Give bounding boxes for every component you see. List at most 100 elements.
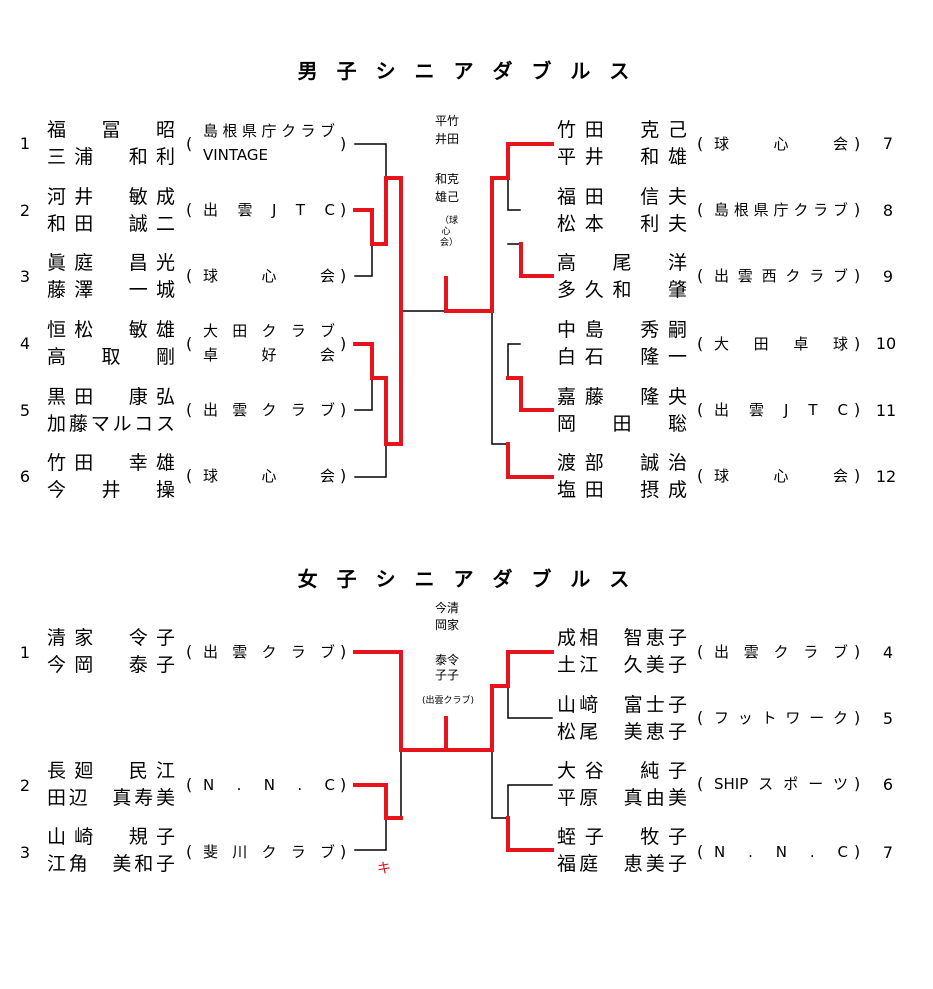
player-name: 中島 秀嗣 [557, 319, 687, 341]
player-name: 嘉藤 隆央 [557, 386, 687, 408]
player-name: 山﨑 富士子 [557, 694, 687, 716]
bracket-line [353, 650, 448, 752]
player-name: 田辺 真寿美 [47, 787, 175, 809]
player-name: 岡 田 聡 [557, 413, 687, 435]
player-name: 福 冨 昭 [47, 119, 175, 141]
club-name: 出雲クラブ [203, 643, 335, 661]
player-name: 竹田 克己 [557, 119, 687, 141]
champion-club: (出雲クラブ) [421, 696, 475, 706]
bracket-line [507, 343, 521, 379]
player-name: 今 井 操 [47, 479, 175, 501]
bracket-line [444, 142, 554, 313]
club-name: 大 田 卓 球 [714, 335, 848, 353]
club-name: フットワーク [714, 709, 848, 727]
player-name: 平井 和雄 [557, 146, 687, 168]
seed-number: 8 [882, 201, 894, 220]
club-name: 出雲西クラブ [714, 267, 848, 285]
player-name: 竹田 幸雄 [47, 452, 175, 474]
champion-club: （球心会） [440, 216, 459, 248]
club-name: 球 心 会 [714, 467, 848, 485]
player-name: 蛭子 牧子 [557, 826, 687, 848]
player-name: 高 尾 洋 [557, 252, 687, 274]
bracket-line [353, 208, 388, 246]
club-name: N . N . C [714, 843, 848, 861]
club-name: 島根県庁クラブ [714, 201, 848, 219]
men-title: 男 子 シ ニ ア ダ ブ ル ス [297, 59, 636, 83]
player-name: 福庭 恵美子 [557, 853, 687, 875]
bracket-line [506, 442, 554, 479]
seed-number: 4 [19, 334, 31, 353]
bracket-line [384, 176, 403, 313]
bracket-line [354, 243, 373, 277]
player-name: 江角 美和子 [47, 853, 175, 875]
seed-number: 1 [19, 134, 31, 153]
player-name: 白石 隆一 [557, 346, 687, 368]
handwritten-note: キ [377, 861, 391, 877]
club-name: VINTAGE [203, 146, 269, 164]
bracket-line [444, 650, 554, 752]
bracket-line [507, 177, 521, 211]
player-name: 黒田 康弘 [47, 386, 175, 408]
bracket-line [384, 309, 403, 446]
player-name: 松本 利夫 [557, 213, 687, 235]
club-name: N . N . C [203, 776, 335, 794]
bracket-line [507, 784, 553, 819]
club-name: 球 心 会 [203, 267, 335, 285]
seed-number: 2 [19, 776, 31, 795]
bracket-line [354, 443, 387, 478]
player-name: 成相 智恵子 [557, 627, 687, 649]
club-name: 出雲クラブ [714, 643, 848, 661]
player-name: 平原 真由美 [557, 787, 687, 809]
bracket-line [519, 242, 554, 278]
club-name: 出 雲 J T C [714, 401, 848, 419]
club-name: 斐川クラブ [203, 843, 335, 861]
seed-number: 3 [19, 267, 31, 286]
player-name: 今岡 泰子 [47, 654, 175, 676]
player-name: 加藤マルコス [47, 413, 175, 435]
club-name: 球 心 会 [714, 135, 848, 153]
bracket-line [354, 817, 387, 851]
club-name: 球 心 会 [203, 467, 335, 485]
seed-number: 11 [875, 401, 897, 420]
player-name: 河井 敏成 [47, 186, 175, 208]
player-name: 高 取 剛 [47, 346, 175, 368]
seed-number: 6 [882, 775, 894, 794]
bracket-line [491, 310, 509, 445]
bracket-line [354, 143, 387, 179]
seed-number: 2 [19, 201, 31, 220]
seed-number: 4 [882, 643, 894, 662]
player-name: 大谷 純子 [557, 760, 687, 782]
player-name: 松尾 美恵子 [557, 721, 687, 743]
player-name: 清家 令子 [47, 627, 175, 649]
player-name: 三浦 和利 [47, 146, 175, 168]
seed-number: 6 [19, 467, 31, 486]
seed-number: 5 [19, 401, 31, 420]
seed-number: 3 [19, 843, 31, 862]
bracket-line [353, 783, 403, 820]
bracket-line [506, 816, 554, 852]
player-name: 眞庭 昌光 [47, 252, 175, 274]
player-name: 福田 信夫 [557, 186, 687, 208]
club-name: 大田クラブ [203, 322, 335, 340]
seed-number: 10 [875, 334, 897, 353]
player-name: 和田 誠二 [47, 213, 175, 235]
player-name: 長廻 民江 [47, 760, 175, 782]
club-name: 出雲クラブ [203, 401, 335, 419]
seed-number: 9 [882, 267, 894, 286]
player-name: 藤澤 一城 [47, 279, 175, 301]
seed-number: 1 [19, 643, 31, 662]
player-name: 土江 久美子 [557, 654, 687, 676]
player-name: 渡部 誠治 [557, 452, 687, 474]
seed-number: 7 [882, 134, 894, 153]
player-name: 塩田 摂成 [557, 479, 687, 501]
player-name: 恒松 敏雄 [47, 319, 175, 341]
bracket-line [354, 377, 373, 411]
seed-number: 12 [875, 467, 897, 486]
club-name: 出 雲 J T C [203, 201, 335, 219]
bracket-line [506, 376, 554, 412]
club-name: SHIPスポーツ [714, 775, 848, 793]
women-title: 女 子 シ ニ ア ダ ブ ル ス [297, 567, 636, 591]
player-name: 多久和 肇 [557, 279, 687, 301]
bracket-line [491, 749, 509, 819]
